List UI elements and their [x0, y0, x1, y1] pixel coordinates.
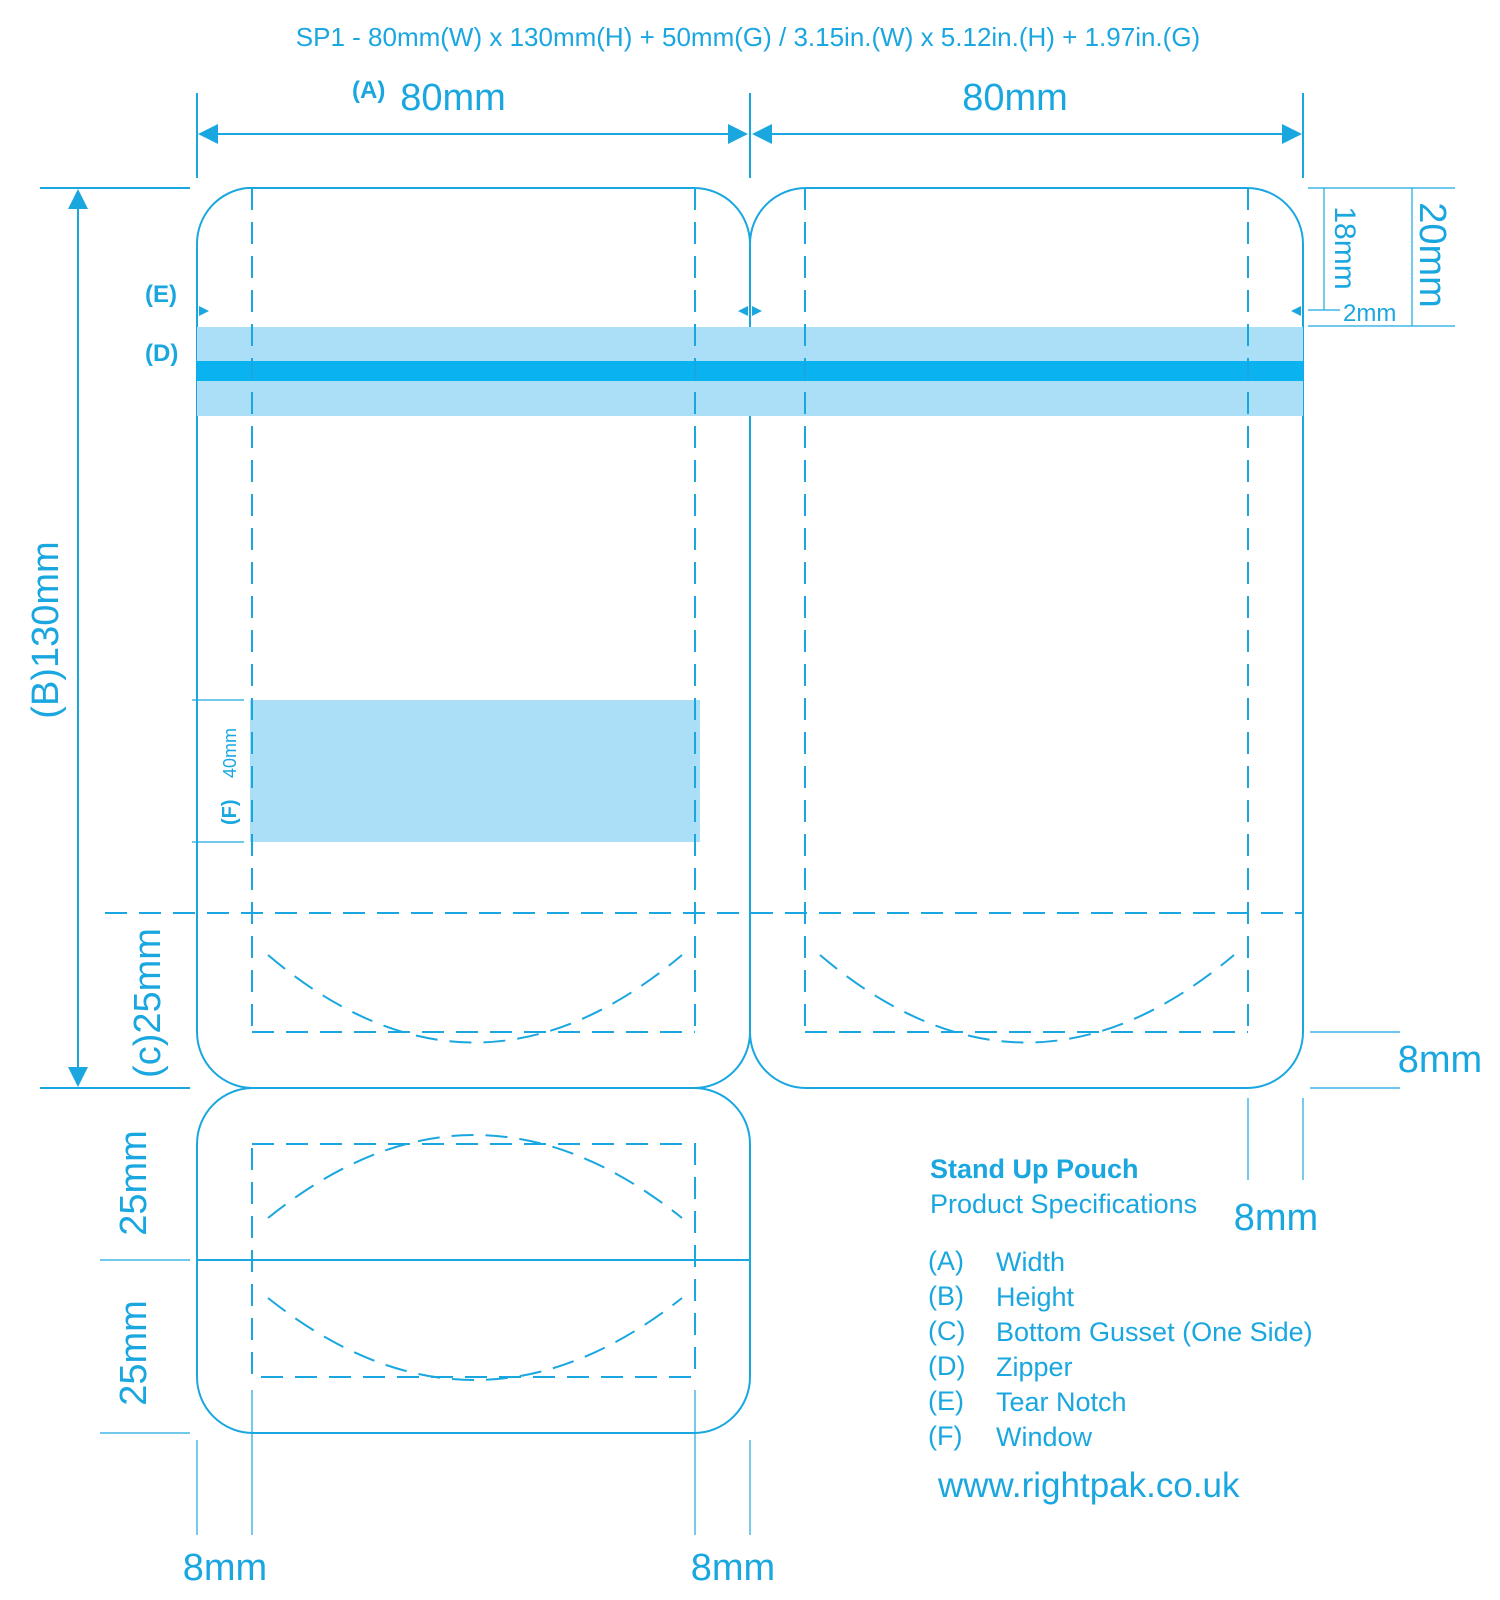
right-side-bottom-label: 8mm — [1234, 1197, 1318, 1239]
legend-label: Width — [996, 1247, 1065, 1277]
website-link[interactable]: www.rightpak.co.uk — [937, 1466, 1240, 1505]
legend-label: Zipper — [996, 1352, 1073, 1382]
legend-title: Stand Up Pouch — [930, 1154, 1139, 1184]
legend-label: Tear Notch — [996, 1387, 1127, 1417]
width-dimension: (A) 80mm 80mm — [196, 77, 1304, 178]
bottom-right-label: 8mm — [691, 1547, 775, 1589]
gusset-bottom-top-label: 25mm — [113, 1130, 155, 1236]
window-height-label: 40mm — [220, 728, 240, 778]
height-label: (B)130mm — [25, 541, 67, 718]
legend-key: (A) — [928, 1246, 964, 1276]
gusset-front-label: (c)25mm — [127, 928, 169, 1078]
bottom-seal-dimensions: 8mm 8mm — [183, 1390, 775, 1589]
legend-key: (D) — [928, 1351, 965, 1381]
seal-dashed-lines — [105, 188, 1303, 1044]
legend-key: (F) — [928, 1421, 962, 1451]
zipper-tag: (D) — [145, 340, 178, 367]
front-panel-outline — [195, 187, 751, 1089]
right-seal-label: 8mm — [1398, 1039, 1482, 1081]
legend-key: (C) — [928, 1316, 965, 1346]
gusset-dashed-lines — [251, 1134, 696, 1381]
legend-label: Bottom Gusset (One Side) — [996, 1317, 1313, 1347]
width-back-label: 80mm — [962, 77, 1068, 119]
legend-key: (E) — [928, 1386, 964, 1416]
top-18-label: 18mm — [1328, 206, 1361, 289]
window-area — [250, 700, 700, 842]
width-front-label: 80mm — [400, 77, 506, 119]
window-tag: (F) — [219, 799, 241, 825]
gusset-panel-outline — [196, 1087, 751, 1434]
legend-label: Height — [996, 1282, 1075, 1312]
tear-notch-tag: (E) — [145, 281, 177, 308]
top-seal-dimension: 18mm 20mm 2mm — [1308, 187, 1455, 327]
tear-notch-markers — [199, 306, 1301, 316]
bottom-left-label: 8mm — [183, 1547, 267, 1589]
top-20-label: 20mm — [1411, 202, 1453, 308]
height-dimension: (B)130mm — [25, 187, 190, 1089]
width-a-tag: (A) — [352, 77, 385, 104]
window-dimension: (F) 40mm — [192, 699, 244, 843]
gusset-bottom-lower-label: 25mm — [113, 1300, 155, 1406]
back-panel-outline — [749, 187, 1304, 1089]
legend-label: Window — [996, 1422, 1093, 1452]
gusset-dimensions: (c)25mm 25mm 25mm — [100, 928, 190, 1434]
legend: Stand Up Pouch Product Specifications (A… — [928, 1154, 1313, 1505]
zipper-band — [197, 327, 1303, 416]
legend-subtitle: Product Specifications — [930, 1189, 1197, 1219]
right-seal-dimension: 8mm 8mm — [1234, 1031, 1482, 1239]
legend-key: (B) — [928, 1281, 964, 1311]
page-title: SP1 - 80mm(W) x 130mm(H) + 50mm(G) / 3.1… — [296, 22, 1200, 52]
top-2-label: 2mm — [1343, 300, 1396, 327]
